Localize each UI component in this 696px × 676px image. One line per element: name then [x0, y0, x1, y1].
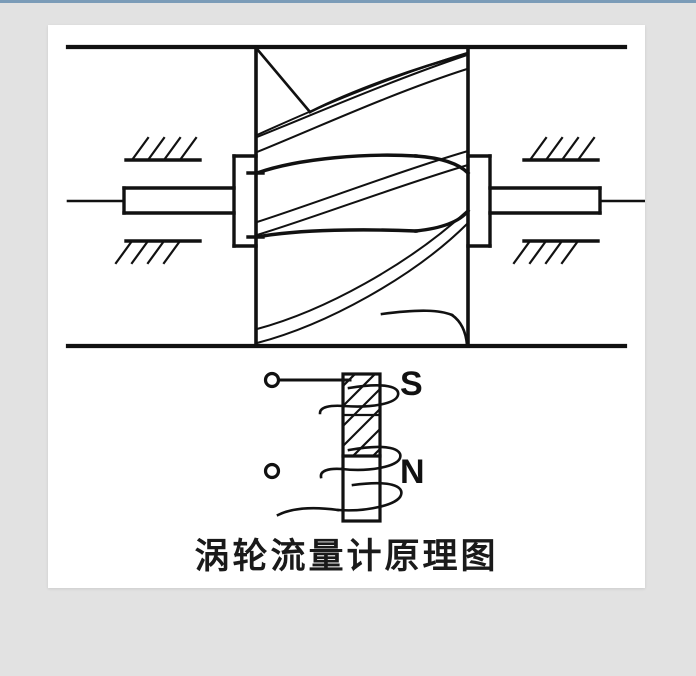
right-bearing-support-lower — [512, 239, 600, 265]
left-bearing-support-upper — [124, 136, 202, 162]
permanent-magnet — [341, 372, 382, 523]
north-pole-label: N — [400, 453, 425, 491]
rotor-hub — [246, 153, 471, 239]
turbine-flowmeter-diagram: S N — [65, 44, 645, 523]
figure-caption: 涡轮流量计原理图 — [194, 537, 499, 577]
left-shaft — [66, 154, 258, 248]
right-shaft — [466, 154, 645, 248]
right-bearing-support-upper — [522, 136, 600, 162]
magnetic-pickup-coil — [276, 384, 403, 517]
turbine-blades-lower — [255, 209, 470, 347]
south-pole-label: S — [400, 365, 423, 403]
terminal-dot-upper — [263, 371, 281, 389]
left-bearing-support-lower — [114, 239, 202, 265]
turbine-blades-upper — [255, 47, 469, 154]
top-accent-rule — [0, 0, 696, 3]
figure-card: S N 涡轮流量计原理图 — [48, 25, 645, 588]
rotor-housing — [254, 45, 470, 348]
terminal-dot-lower — [263, 462, 281, 480]
signal-terminals — [263, 371, 352, 480]
turbine-blades-hub-band — [255, 149, 470, 237]
